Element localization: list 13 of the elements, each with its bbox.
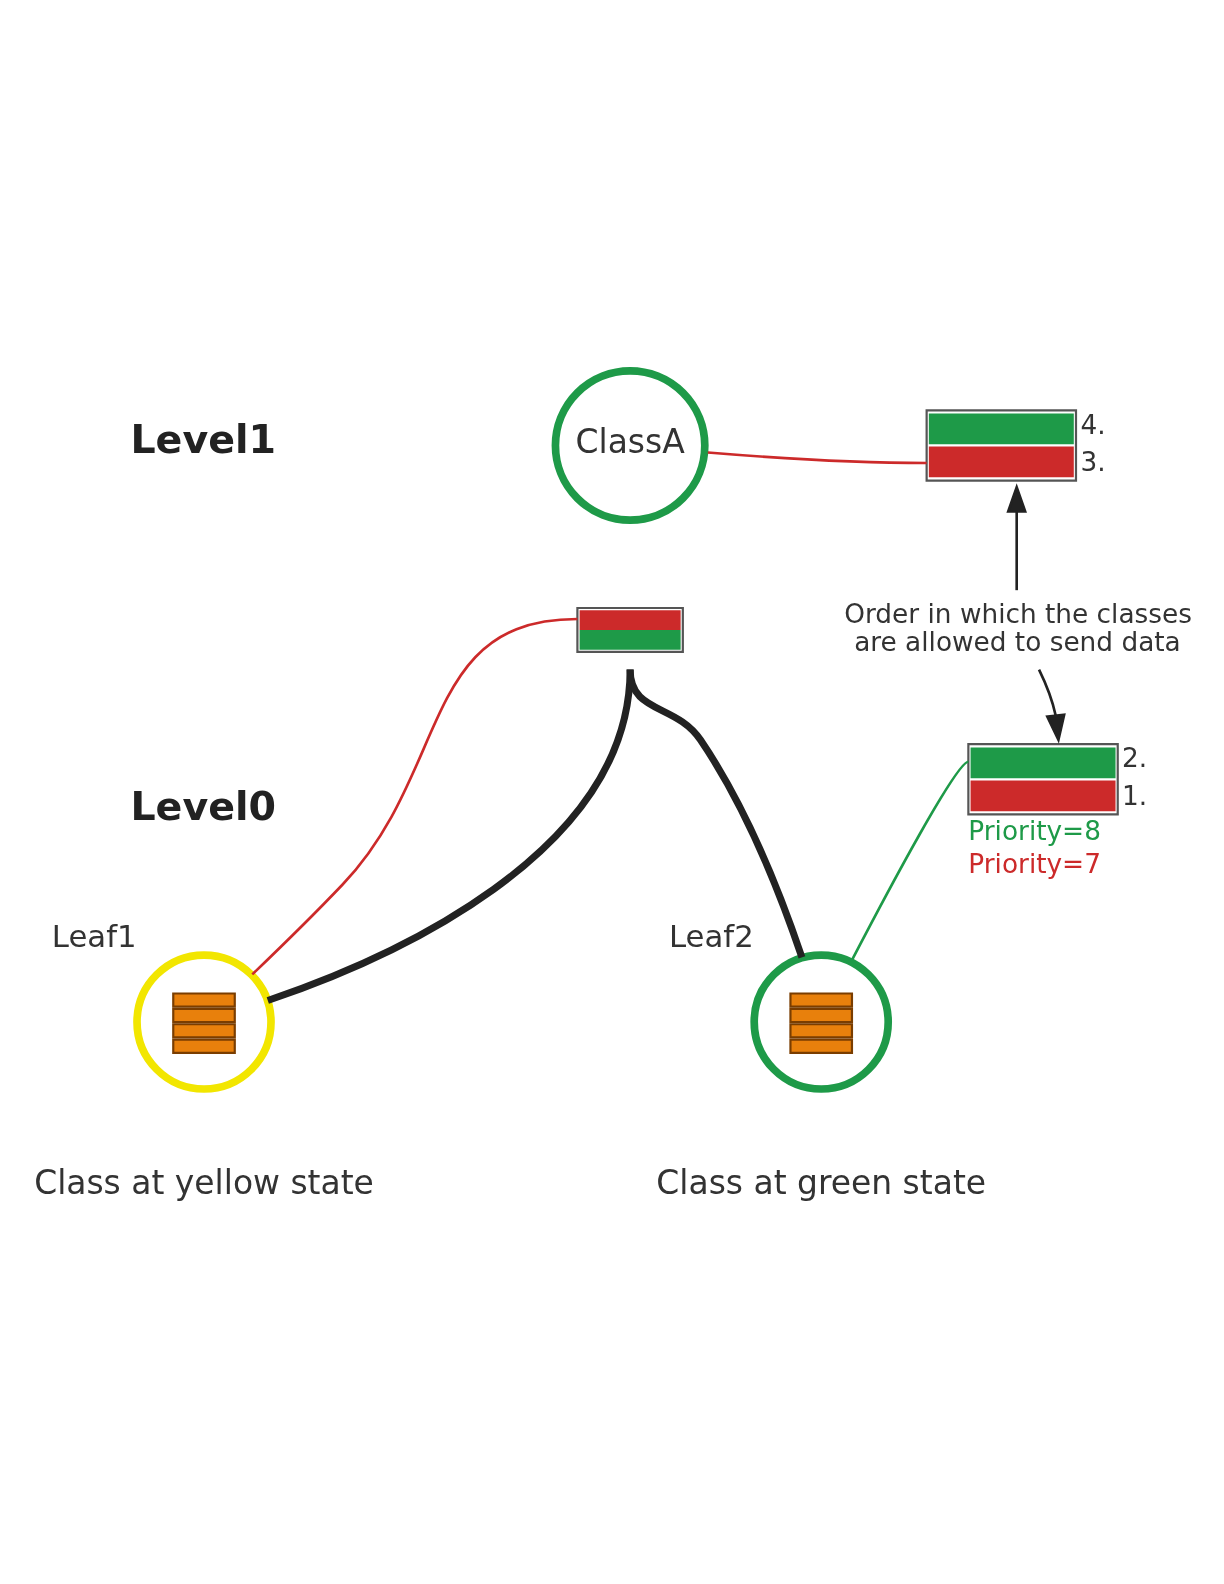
label: Level1 [130, 415, 277, 462]
node-label: Class at yellow state [34, 1162, 374, 1202]
node-label: 1. [1122, 780, 1148, 811]
node-label: Priority=7 [968, 848, 1101, 879]
node-label: Leaf2 [669, 917, 754, 954]
node-label: 2. [1122, 742, 1148, 773]
node-label: 4. [1080, 409, 1106, 440]
node-label: Leaf1 [51, 917, 137, 954]
node-text: Order in which the classes are allowed to send data [844, 598, 1192, 657]
node-label: Class at green state [656, 1162, 987, 1202]
node-label: Priority=8 [968, 815, 1101, 846]
label: Level0 [130, 782, 277, 829]
node-label: 3. [1080, 446, 1106, 477]
